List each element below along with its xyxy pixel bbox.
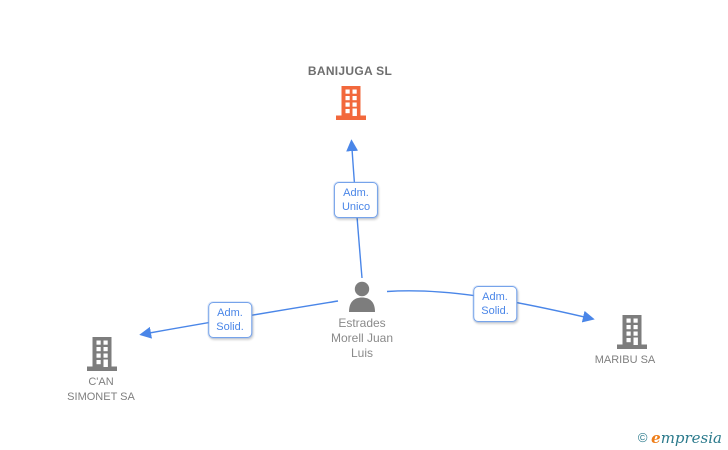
node-label-person[interactable]: Estrades Morell Juan Luis <box>331 316 393 361</box>
edge-person-to-can-simonet <box>139 300 339 339</box>
node-label-banijuga[interactable]: BANIJUGA SL <box>307 64 393 78</box>
person-icon[interactable] <box>349 281 375 312</box>
building-icon[interactable] <box>336 86 366 120</box>
edge-label-line1: Adm. <box>482 291 508 303</box>
company-name-line1: C'AN <box>88 376 114 388</box>
edge-label-line2: Unico <box>341 201 371 213</box>
company-name-line2: SIMONET SA <box>67 391 135 403</box>
edge-label-adm-unico: Adm. Unico <box>333 182 379 218</box>
edge-label-adm-solid-left: Adm. Solid. <box>208 302 252 338</box>
edge-label-line1: Adm. <box>343 187 369 199</box>
copyright-icon: © <box>637 430 648 445</box>
person-name-line2: Morell Juan <box>330 331 394 345</box>
brand-rest: mpresia <box>660 429 722 447</box>
empresia-logo[interactable]: © empresia <box>638 429 722 447</box>
building-icon[interactable] <box>617 315 647 349</box>
edge-label-line2: Solid. <box>481 305 509 317</box>
edge-label-line2: Solid. <box>216 321 244 333</box>
node-label-can-simonet[interactable]: C'AN SIMONET SA <box>67 375 135 405</box>
brand-initial: e <box>651 429 661 447</box>
building-icon[interactable] <box>87 337 117 371</box>
person-name-line3: Luis <box>350 346 373 360</box>
edge-label-adm-solid-right: Adm. Solid. <box>473 286 517 322</box>
node-label-maribu[interactable]: MARIBU SA <box>594 354 656 366</box>
edge-label-line1: Adm. <box>217 307 243 319</box>
person-name-line1: Estrades <box>338 316 386 330</box>
